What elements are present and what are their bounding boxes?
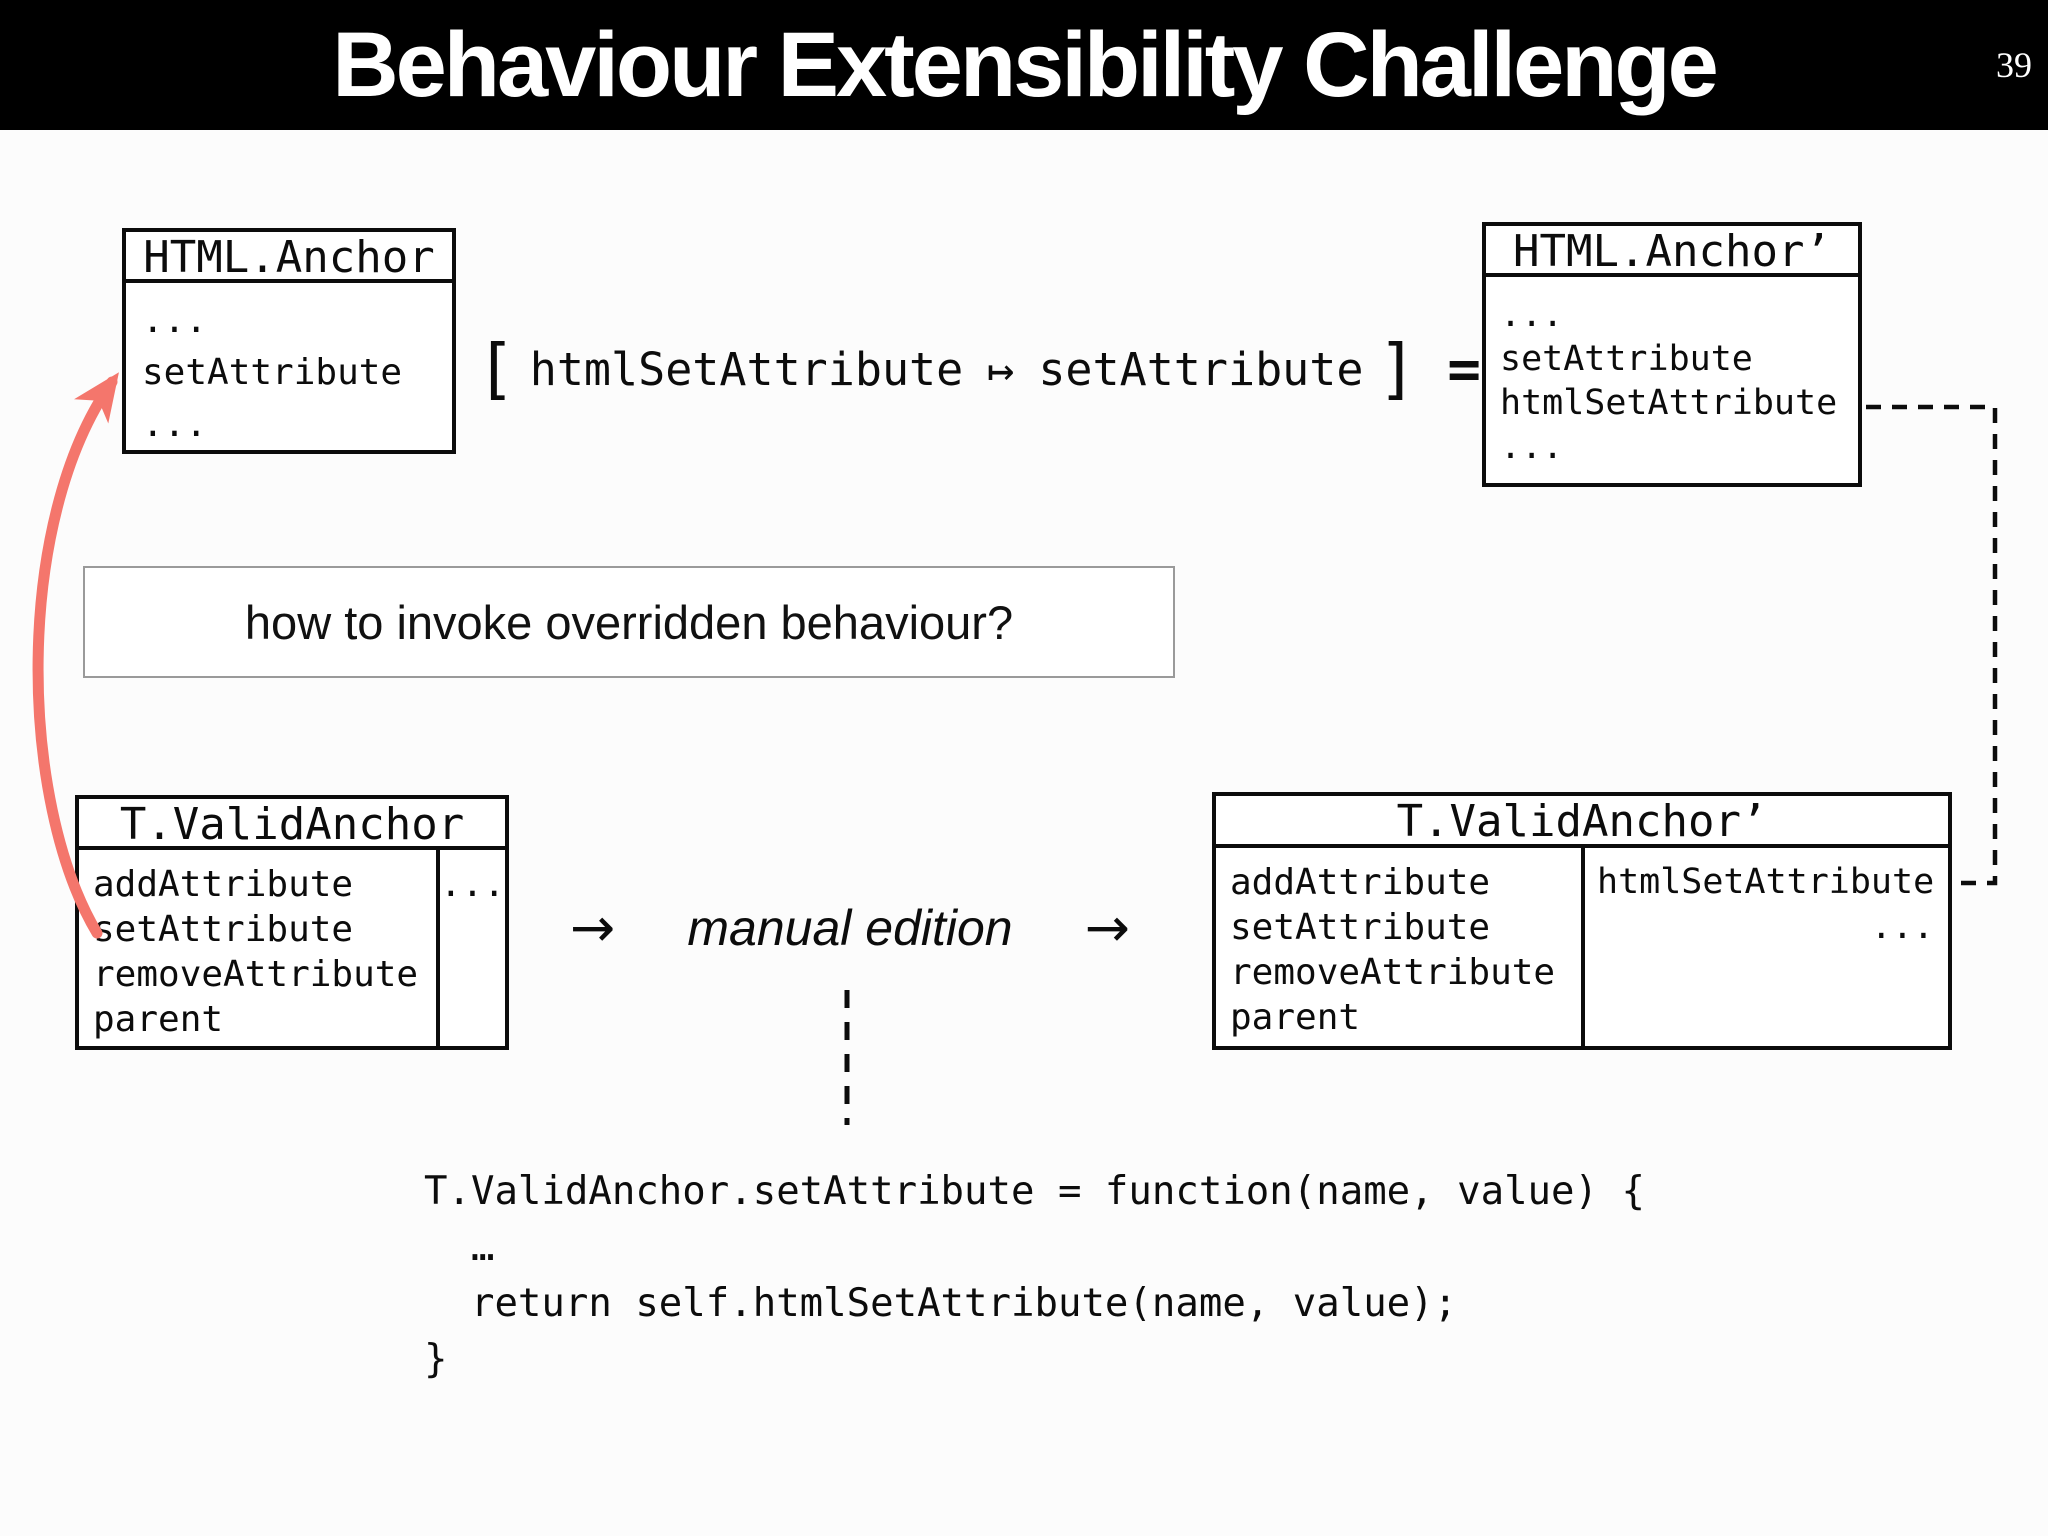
close-bracket: ]: [1377, 330, 1418, 407]
member-column-added: htmlSetAttribute ...: [1585, 848, 1948, 1046]
code-line: return self.htmlSetAttribute(name, value…: [424, 1281, 1458, 1326]
class-box-t-valid-anchor: T.ValidAnchor addAttribute setAttribute …: [75, 795, 509, 1050]
question-text: how to invoke overridden behaviour?: [244, 595, 1014, 649]
class-box-html-anchor: HTML.Anchor ... setAttribute ...: [122, 228, 456, 454]
member-row: parent: [93, 999, 224, 1040]
code-line: }: [424, 1337, 448, 1382]
member-row: setAttribute: [1230, 907, 1491, 948]
member-row: ...: [1500, 427, 1564, 467]
class-members: addAttribute setAttribute removeAttribut…: [1216, 848, 1948, 1046]
class-box-t-valid-anchor-prime: T.ValidAnchor’ addAttribute setAttribute…: [1212, 792, 1952, 1050]
class-members: ... setAttribute ...: [126, 283, 452, 451]
class-title: T.ValidAnchor’: [1216, 796, 1948, 848]
member-row: removeAttribute: [1230, 952, 1556, 993]
manual-edition-transition: → manual edition →: [570, 898, 1130, 958]
right-arrow-icon: →: [570, 896, 616, 959]
code-line: T.ValidAnchor.setAttribute = function(na…: [424, 1169, 1645, 1214]
added-method-row: htmlSetAttribute: [1597, 862, 1935, 902]
title-bar: Behaviour Extensibility Challenge 39: [0, 0, 2048, 130]
member-row: setAttribute: [142, 352, 403, 393]
member-row: ...: [142, 404, 208, 445]
rename-expression: [ htmlSetAttribute ↦ setAttribute ] =: [476, 330, 1481, 408]
maps-to-icon: ↦: [987, 342, 1015, 396]
member-row: addAttribute: [93, 864, 354, 905]
member-row: removeAttribute: [93, 954, 419, 995]
member-row: htmlSetAttribute: [1500, 383, 1838, 423]
member-row: ...: [1500, 295, 1564, 335]
class-title: T.ValidAnchor: [79, 799, 505, 850]
transition-label: manual edition: [687, 900, 1013, 956]
slide-number: 39: [1996, 45, 2032, 85]
class-box-html-anchor-prime: HTML.Anchor’ ... setAttribute htmlSetAtt…: [1482, 222, 1862, 487]
member-row: setAttribute: [1500, 339, 1753, 379]
class-members: ... setAttribute htmlSetAttribute ...: [1486, 277, 1858, 469]
code-block: T.ValidAnchor.setAttribute = function(na…: [424, 1164, 1645, 1388]
page-title: Behaviour Extensibility Challenge: [332, 13, 1719, 116]
member-row: setAttribute: [93, 909, 354, 950]
right-arrow-icon: →: [1084, 896, 1130, 959]
member-column: addAttribute setAttribute removeAttribut…: [79, 850, 440, 1046]
member-row: parent: [1230, 997, 1361, 1038]
member-column: addAttribute setAttribute removeAttribut…: [1216, 848, 1585, 1046]
class-title: HTML.Anchor’: [1486, 226, 1858, 277]
question-callout: how to invoke overridden behaviour?: [83, 566, 1175, 678]
equals-sign: =: [1447, 336, 1481, 402]
rename-target: setAttribute: [1038, 342, 1364, 396]
class-members: addAttribute setAttribute removeAttribut…: [79, 850, 505, 1046]
code-line: …: [424, 1225, 495, 1270]
member-row: addAttribute: [1230, 862, 1491, 903]
member-row: ...: [142, 300, 208, 341]
member-column-more: ...: [439, 864, 505, 905]
class-title: HTML.Anchor: [126, 232, 452, 283]
added-more-row: ...: [1870, 907, 1934, 947]
open-bracket: [: [476, 330, 516, 407]
rename-source: htmlSetAttribute: [529, 342, 964, 396]
